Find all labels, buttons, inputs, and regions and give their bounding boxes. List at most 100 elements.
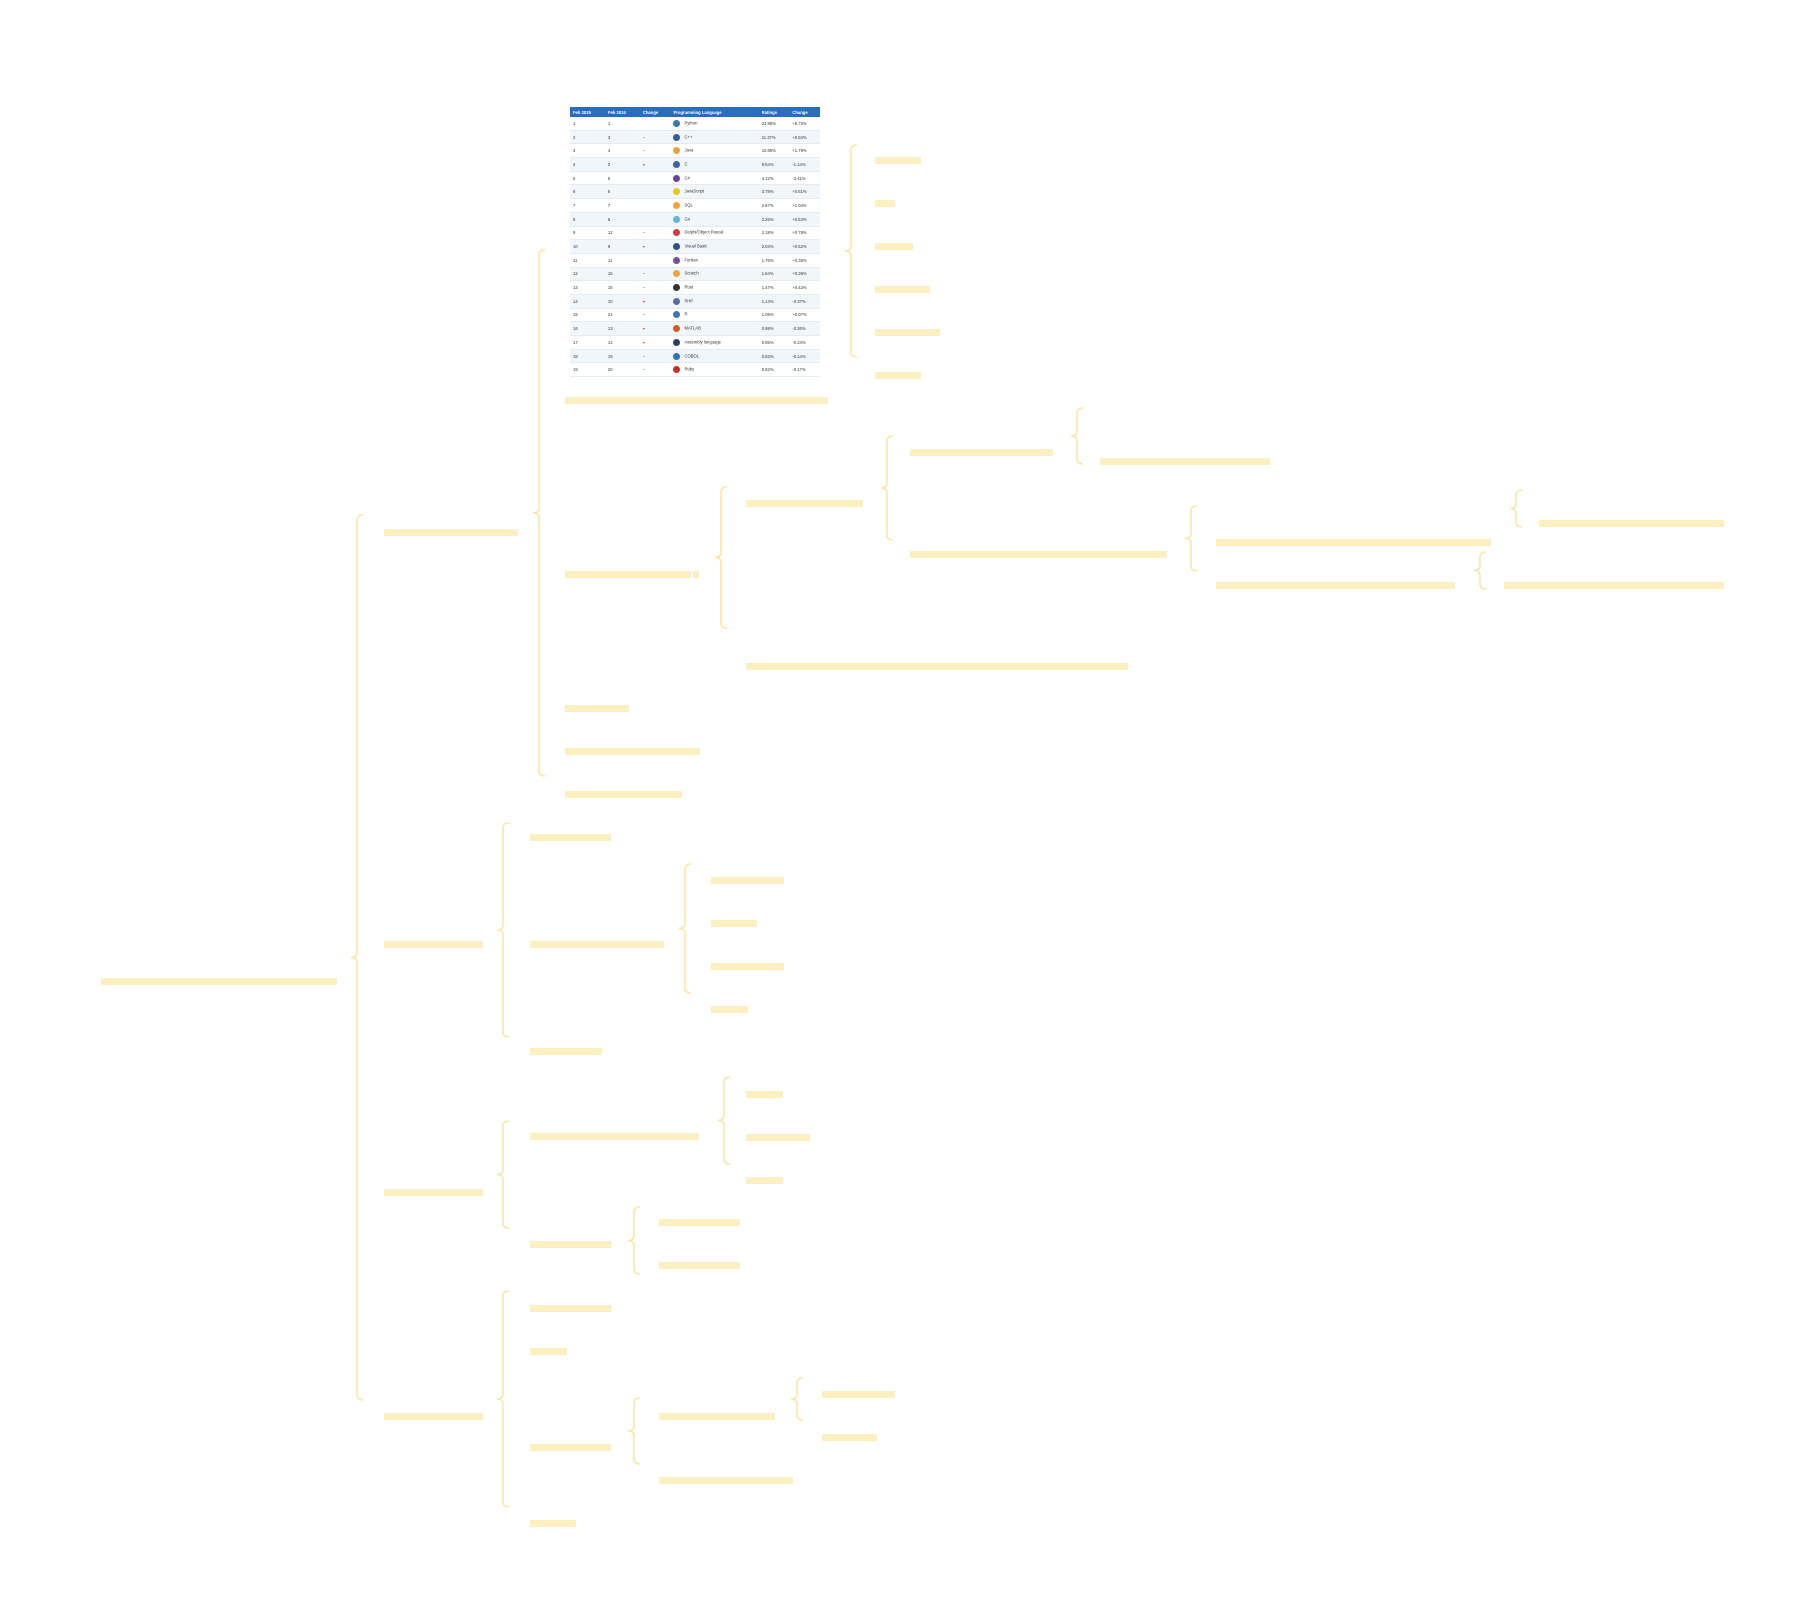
b1-child-4[interactable]: [565, 748, 700, 755]
language-name: Assembly language: [684, 339, 722, 345]
brace-connector-5: [496, 1290, 510, 1508]
rank-2024: 4: [604, 143, 640, 159]
b4-child-1[interactable]: [530, 1305, 611, 1312]
branch-2-node[interactable]: [384, 941, 483, 948]
rank-change: ~: [639, 226, 671, 241]
b1-child-5[interactable]: [565, 791, 682, 798]
table-note-4[interactable]: [875, 286, 930, 293]
language-name: Visual Basic: [684, 243, 708, 249]
brace-connector-9: [1070, 407, 1084, 465]
b4-child-3[interactable]: [530, 1444, 611, 1451]
rank-change: ~: [639, 349, 671, 364]
rating-change-cell: +1.79%: [789, 143, 820, 159]
b3c1-leaf-3[interactable]: [746, 1177, 783, 1184]
b1-child-3[interactable]: [565, 705, 629, 712]
rank-change: ~: [639, 308, 671, 323]
ruby-icon: [673, 366, 681, 374]
b3-child-2[interactable]: [530, 1241, 611, 1248]
root-node[interactable]: [101, 978, 337, 985]
rating-change-cell: +0.36%: [789, 267, 820, 282]
b4-child-4[interactable]: [530, 1520, 576, 1527]
b1c2-node-2[interactable]: [746, 663, 1128, 670]
rank-change: [639, 117, 671, 131]
b3c1-leaf-1[interactable]: [746, 1091, 783, 1098]
rating-cell: 1.06%: [758, 308, 790, 323]
rating-cell: 1.75%: [758, 253, 790, 268]
table-note-1[interactable]: [875, 157, 921, 164]
rank-2025: 6: [570, 184, 605, 200]
branch-3-node[interactable]: [384, 1189, 483, 1196]
language-name: Delphi/Object Pascal: [684, 229, 724, 235]
language-name: PHP: [684, 298, 694, 304]
rank-change: [639, 253, 671, 268]
rank-2024: 9: [604, 239, 640, 254]
rank-2024: 2: [604, 157, 640, 172]
b1c2n1n2-node-1[interactable]: [1216, 539, 1491, 546]
assembly-icon: [673, 338, 681, 346]
language-cell: C#: [670, 171, 759, 186]
branch-4-node[interactable]: [384, 1413, 483, 1420]
language-name: Ruby: [684, 366, 695, 372]
rank-2024: 6: [604, 184, 640, 200]
b1c2n1n2-node-2[interactable]: [1216, 582, 1455, 589]
b3c1-leaf-2[interactable]: [746, 1134, 810, 1141]
table-note-5[interactable]: [875, 329, 940, 336]
language-cell: Fortran: [670, 253, 759, 268]
rank-2025: 10: [570, 239, 605, 254]
table-note-3[interactable]: [875, 243, 913, 250]
b3-child-1[interactable]: [530, 1133, 699, 1140]
b3c2-leaf-2[interactable]: [659, 1262, 740, 1269]
rank-2025: 4: [570, 157, 605, 172]
b2-child-1[interactable]: [530, 834, 611, 841]
rating-cell: 1.47%: [758, 280, 790, 295]
rating-change-cell: -0.17%: [789, 362, 820, 378]
b1c2n1-node-1[interactable]: [910, 449, 1053, 456]
brace-connector-17: [790, 1377, 804, 1421]
b4c3-node-1[interactable]: [659, 1413, 775, 1420]
language-name: Go: [684, 216, 691, 222]
rating-change-cell: +0.52%: [789, 239, 820, 254]
language-cell: Java: [670, 143, 759, 159]
b4c3n1-leaf-1[interactable]: [822, 1391, 895, 1398]
b4c3n1-leaf-2[interactable]: [822, 1434, 877, 1441]
b2-child-3[interactable]: [530, 1048, 602, 1055]
rank-2024: 10: [604, 294, 640, 309]
deep-leaf-1[interactable]: [1539, 520, 1724, 527]
b1c2n1n1-leaf[interactable]: [1100, 458, 1270, 465]
rating-cell: 9.84%: [758, 157, 790, 172]
b1c2n1-node-2[interactable]: [910, 551, 1167, 558]
brace-connector-16: [627, 1397, 641, 1465]
language-name: C++: [684, 134, 693, 140]
table-note-6[interactable]: [875, 372, 921, 379]
b2c2-leaf-2[interactable]: [711, 920, 757, 927]
b2c2-leaf-1[interactable]: [711, 877, 784, 884]
b4-child-2[interactable]: [530, 1348, 567, 1355]
brace-connector-1: [350, 514, 364, 1401]
rank-change: ▾: [639, 157, 671, 172]
rank-2025: 7: [570, 198, 605, 213]
b1c2-node-1[interactable]: [746, 500, 863, 507]
language-cell: Ruby: [670, 362, 759, 378]
b1-child-2[interactable]: [565, 571, 691, 578]
rank-2025: 15: [570, 308, 605, 323]
rank-2024: 11: [604, 253, 640, 268]
branch-1-node[interactable]: [384, 529, 518, 536]
deep-leaf-2[interactable]: [1504, 582, 1724, 589]
b1-child-1[interactable]: [565, 397, 828, 404]
b4c3-node-2[interactable]: [659, 1477, 793, 1484]
b2c2-leaf-4[interactable]: [711, 1006, 748, 1013]
b2-child-2[interactable]: [530, 941, 664, 948]
fortran-icon: [673, 256, 681, 264]
language-cell: C: [670, 157, 759, 172]
rating-change-cell: -0.26%: [789, 321, 820, 336]
table-note-2[interactable]: [875, 200, 895, 207]
b3c2-leaf-1[interactable]: [659, 1219, 740, 1226]
b2c2-leaf-3[interactable]: [711, 963, 784, 970]
javascript-icon: [673, 188, 681, 196]
table-header-row: Feb 2025 Feb 2024 Change Programming Lan…: [570, 107, 820, 117]
